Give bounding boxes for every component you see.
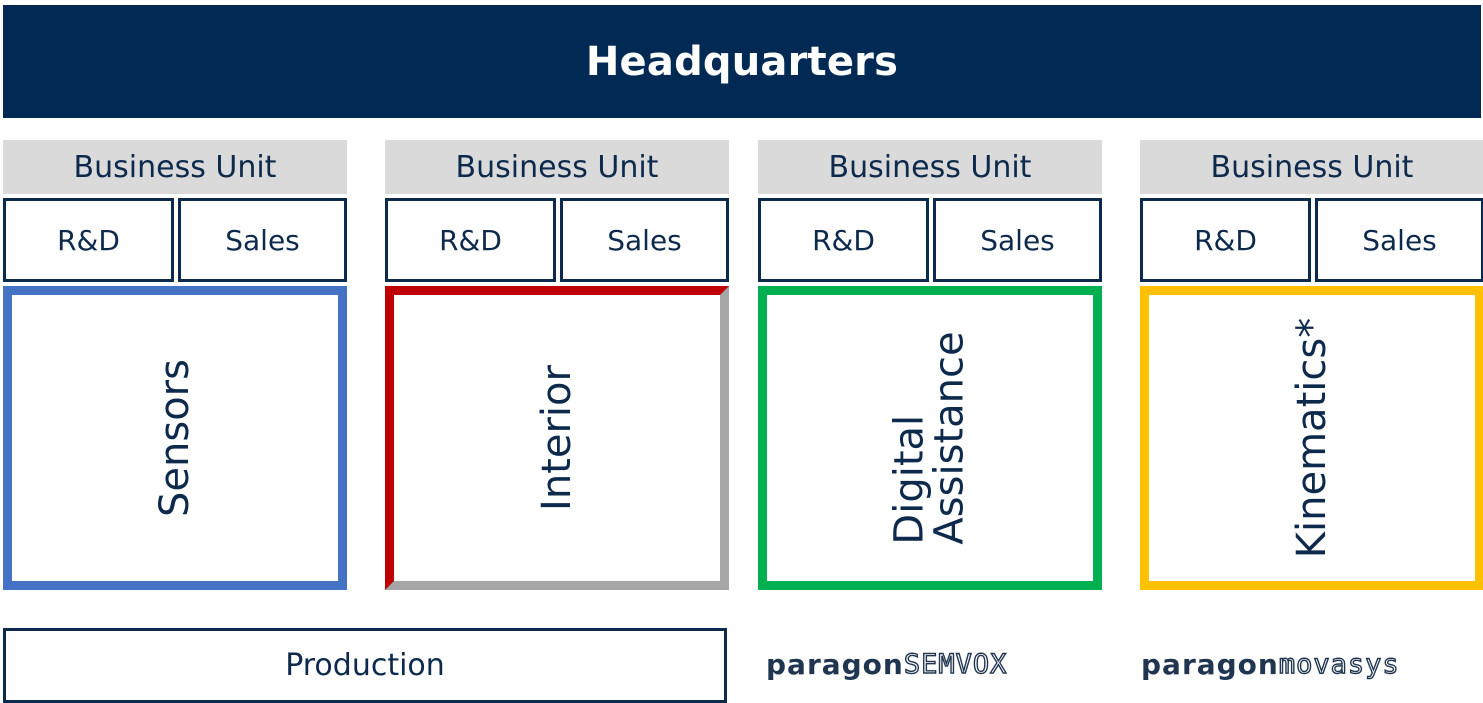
division-box-interior: Interior — [385, 286, 729, 590]
production-label: Production — [285, 648, 445, 683]
department-row: R&D Sales — [385, 198, 729, 282]
rd-box: R&D — [385, 198, 556, 282]
business-unit-digital-assistance: Business Unit R&D Sales Digital Assistan… — [758, 140, 1102, 590]
logo-sub-text: SEMVOX — [903, 648, 1008, 680]
division-label: Interior — [533, 365, 580, 511]
division-label: Sensors — [151, 359, 198, 517]
business-unit-kinematics: Business Unit R&D Sales Kinematics* — [1140, 140, 1483, 590]
division-box-sensors: Sensors — [3, 286, 347, 590]
rd-box: R&D — [1140, 198, 1311, 282]
logo-sub-text: movasys — [1278, 648, 1400, 680]
rd-box: R&D — [3, 198, 174, 282]
business-unit-interior: Business Unit R&D Sales Interior — [385, 140, 729, 590]
division-label: Digital Assistance — [887, 331, 973, 545]
division-box-kinematics: Kinematics* — [1140, 286, 1483, 590]
sales-box: Sales — [1315, 198, 1483, 282]
logo-brand-text: paragon — [766, 647, 904, 681]
sales-box: Sales — [560, 198, 729, 282]
division-label: Kinematics* — [1288, 317, 1335, 559]
sales-box: Sales — [178, 198, 347, 282]
department-row: R&D Sales — [1140, 198, 1483, 282]
production-box: Production — [3, 628, 727, 703]
business-unit-sensors: Business Unit R&D Sales Sensors — [3, 140, 347, 590]
department-row: R&D Sales — [758, 198, 1102, 282]
logo-brand-text: paragon — [1141, 647, 1279, 681]
business-unit-header: Business Unit — [385, 140, 729, 194]
division-box-digital-assistance: Digital Assistance — [758, 286, 1102, 590]
headquarters-title: Headquarters — [585, 38, 899, 85]
business-unit-header: Business Unit — [1140, 140, 1483, 194]
headquarters-banner: Headquarters — [3, 5, 1481, 118]
rd-box: R&D — [758, 198, 929, 282]
business-unit-header: Business Unit — [758, 140, 1102, 194]
department-row: R&D Sales — [3, 198, 347, 282]
sales-box: Sales — [933, 198, 1102, 282]
business-unit-header: Business Unit — [3, 140, 347, 194]
